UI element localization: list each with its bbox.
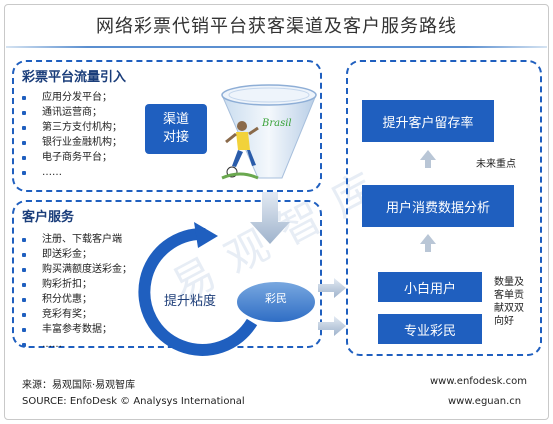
arrow-to-pro xyxy=(318,316,346,336)
stickiness-label: 提升粘度 xyxy=(164,294,217,309)
bullet-icon xyxy=(22,126,26,130)
right-panel xyxy=(346,60,542,356)
traffic-panel xyxy=(12,60,322,192)
service-list-item-text: 购彩折扣； xyxy=(42,279,92,290)
funnel-brasil-label: Brasil xyxy=(261,118,292,129)
bullet-icon xyxy=(22,283,26,287)
arrow-to-newbie xyxy=(318,278,346,298)
diagram-title: 网络彩票代销平台获客渠道及客户服务路线 xyxy=(96,16,457,37)
bullet-icon xyxy=(22,111,26,115)
service-list-item: 竞彩有奖； xyxy=(22,307,132,322)
bullet-icon xyxy=(22,141,26,145)
service-list-item-text: 竞彩有奖； xyxy=(42,309,92,320)
bullet-icon xyxy=(22,238,26,242)
funnel-graphic: Brasil xyxy=(221,84,317,180)
newbie-user-box: 小白用户 xyxy=(378,272,482,302)
traffic-list-item-text: 第三方支付机构； xyxy=(42,122,122,133)
service-list-item-text: 购买满额度送彩金； xyxy=(42,264,132,275)
traffic-list-item-text: 电子商务平台； xyxy=(42,152,112,163)
service-list-item-text: 丰富参考数据； xyxy=(42,324,112,335)
title-divider xyxy=(6,46,547,48)
bullet-icon xyxy=(22,156,26,160)
traffic-list-item: 银行业金融机构； xyxy=(22,135,122,150)
football-player-icon xyxy=(221,121,259,180)
up-arrow-2 xyxy=(420,234,436,252)
bullet-icon xyxy=(22,253,26,257)
bullet-icon xyxy=(22,268,26,272)
down-arrow-large xyxy=(250,192,290,244)
bullet-icon xyxy=(22,343,26,347)
source-en: SOURCE: EnfoDesk © Analysys Internationa… xyxy=(22,396,245,407)
bullet-icon xyxy=(22,328,26,332)
traffic-list-item: …… xyxy=(22,165,122,180)
service-list-item: 购买满额度送彩金； xyxy=(22,262,132,277)
growth-note: 数量及 客单贡 献双双 向好 xyxy=(494,277,524,327)
circular-arrow-icon xyxy=(138,222,258,356)
url-enfodesk: www.enfodesk.com xyxy=(430,376,527,387)
bullet-icon xyxy=(22,171,26,175)
traffic-list-item: 电子商务平台； xyxy=(22,150,122,165)
service-list-item-text: 积分优惠； xyxy=(42,294,92,305)
bullet-icon xyxy=(22,96,26,100)
bullet-icon xyxy=(22,298,26,302)
lottery-user-oval xyxy=(235,280,317,324)
bullet-icon xyxy=(22,313,26,317)
traffic-list-item-text: 应用分发平台； xyxy=(42,92,112,103)
pro-lottery-user-box: 专业彩民 xyxy=(378,314,482,344)
channel-connect-box: 渠道 对接 xyxy=(145,104,207,154)
service-list-item-text: 注册、下载客户端 xyxy=(42,234,122,245)
service-list-item: 即送彩金； xyxy=(22,247,132,262)
traffic-list-item-text: 通讯运营商； xyxy=(42,107,102,118)
source-cn: 来源：易观国际·易观智库 xyxy=(22,380,136,391)
service-list-item-text: 即送彩金； xyxy=(42,249,92,260)
service-heading: 客户服务 xyxy=(22,210,75,225)
service-list-item-text: …… xyxy=(42,339,62,350)
traffic-list: 应用分发平台； 通讯运营商； 第三方支付机构； 银行业金融机构； 电子商务平台； …… xyxy=(22,90,122,180)
traffic-list-item: 第三方支付机构； xyxy=(22,120,122,135)
traffic-list-item: 通讯运营商； xyxy=(22,105,122,120)
service-list-item: 注册、下载客户端 xyxy=(22,232,132,247)
url-eguan: www.eguan.cn xyxy=(448,396,522,407)
service-list-item: 积分优惠； xyxy=(22,292,132,307)
service-list: 注册、下载客户端即送彩金； 购买满额度送彩金； 购彩折扣； 积分优惠； 竞彩有奖； 丰富参… xyxy=(22,232,132,352)
service-panel xyxy=(12,200,322,348)
retention-box: 提升客户留存率 xyxy=(362,100,494,142)
service-list-item: 丰富参考数据； xyxy=(22,322,132,337)
traffic-list-item-text: …… xyxy=(42,167,62,178)
traffic-heading: 彩票平台流量引入 xyxy=(22,70,127,85)
traffic-list-item-text: 银行业金融机构； xyxy=(42,137,122,148)
service-list-item: …… xyxy=(22,337,132,352)
lottery-user-label: 彩民 xyxy=(265,292,287,305)
analysis-box: 用户消费数据分析 xyxy=(362,185,514,227)
service-list-item: 购彩折扣； xyxy=(22,277,132,292)
traffic-list-item: 应用分发平台； xyxy=(22,90,122,105)
future-focus-label: 未来重点 xyxy=(476,159,516,170)
up-arrow-1 xyxy=(420,150,436,168)
